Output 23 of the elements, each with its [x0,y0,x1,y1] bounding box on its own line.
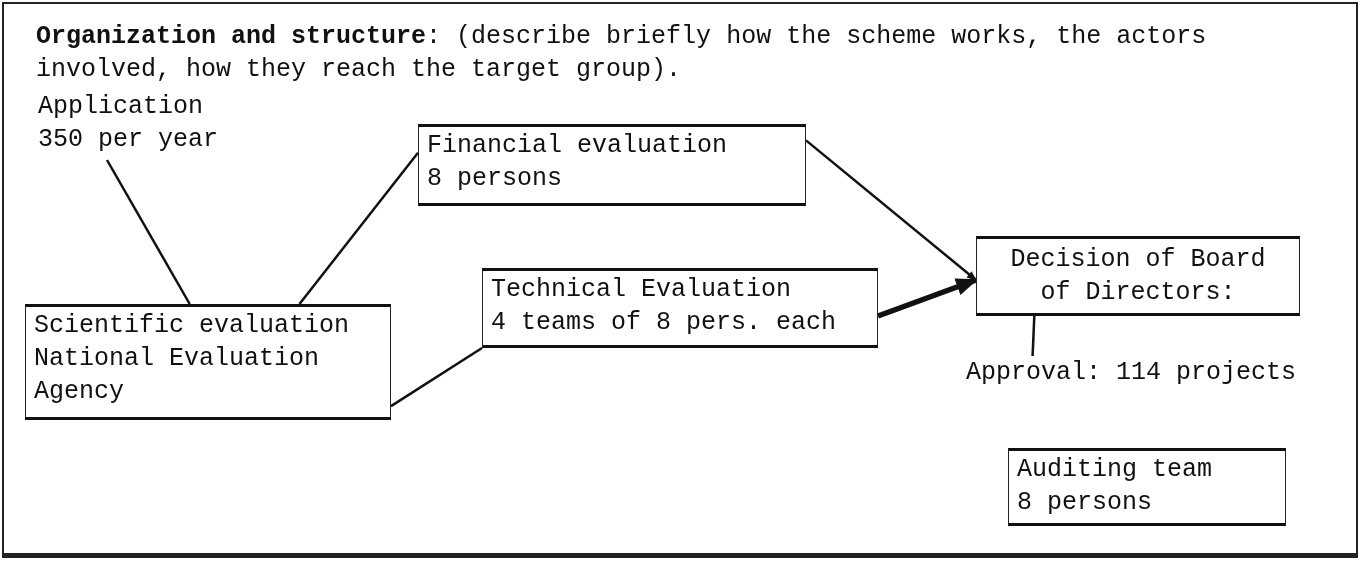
node-text: Auditing team [1017,454,1214,486]
process-box [25,304,391,420]
node-text: 8 persons [427,163,564,195]
arrow [805,139,977,281]
heading-text: Organization and structure: (describe briefly how the scheme works, the actors involved, how they reach the target group). [36,21,1208,86]
node-text: 8 persons [1017,487,1154,519]
node-text: Decision of Board of Directors: [1009,244,1267,309]
node-text: Financial evaluation [427,130,729,162]
connector-line [1031,315,1036,357]
process-box [1008,448,1286,526]
connector-line [298,151,419,305]
node-text: Approval: 114 projects [966,357,1298,389]
node-text: Application [38,91,205,123]
node-text: Technical Evaluation [491,274,793,306]
process-box [418,124,806,206]
process-box [482,268,878,348]
node-text: Scientific evaluation [34,310,351,342]
node-text: 350 per year [38,124,220,156]
connector-line [105,159,191,305]
connector-line [390,346,483,408]
decision-box [976,236,1300,316]
node-text: National Evaluation Agency [34,343,321,408]
node-text: 4 teams of 8 pers. each [491,307,838,339]
